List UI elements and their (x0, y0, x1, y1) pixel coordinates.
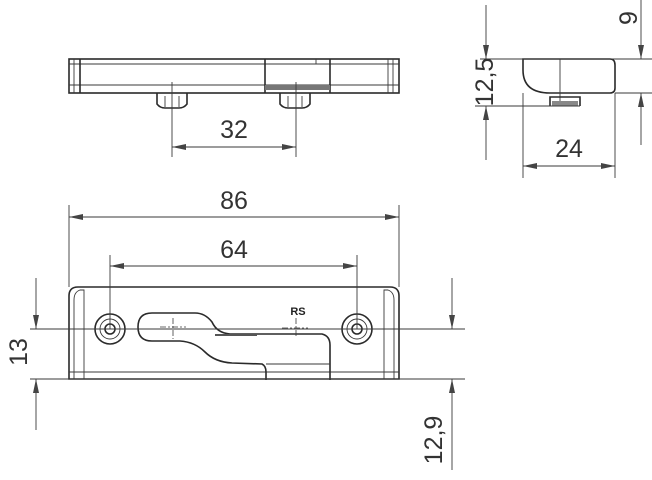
dim-hole-spacing-front: 64 (220, 236, 248, 264)
nut-right (279, 93, 311, 109)
slot (137, 312, 331, 380)
dim-offset-side: 9 (615, 11, 643, 25)
dim-hole-spacing-top: 32 (220, 116, 248, 144)
dim-offset-front: 12,9 (420, 416, 448, 465)
side-view: 12,5 9 24 (471, 0, 652, 178)
top-view: 32 (68, 58, 400, 157)
front-view: RS 86 64 13 12,9 (5, 187, 465, 470)
dim-height-front: 13 (5, 338, 33, 366)
dim-overall-length: 86 (220, 187, 248, 215)
dim-width-side: 24 (555, 135, 583, 163)
marking-rs: RS (290, 306, 305, 318)
dim-height-side: 12,5 (471, 58, 499, 107)
